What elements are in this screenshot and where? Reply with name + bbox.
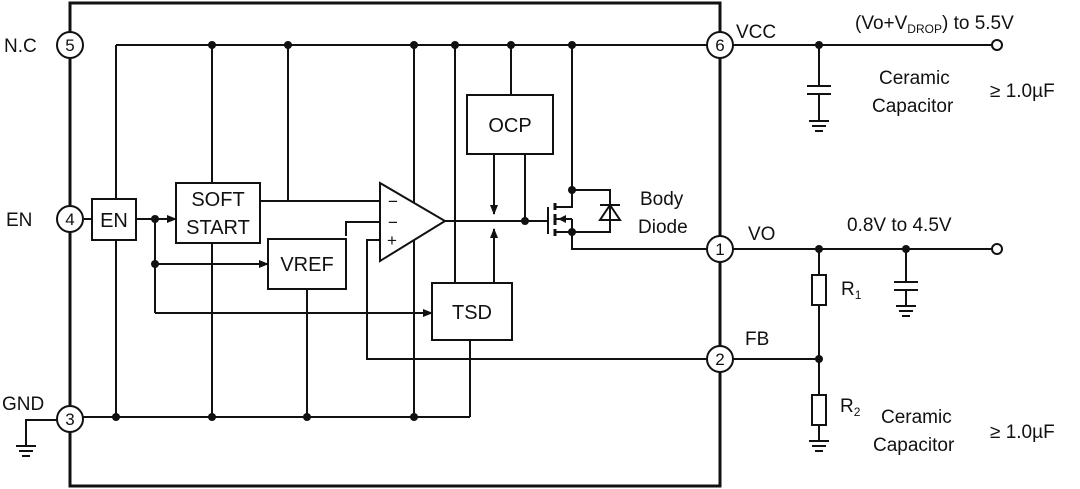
pin-vo-label: VO — [748, 224, 775, 245]
soft-start-label-2: START — [186, 217, 250, 239]
body-diode — [572, 189, 622, 233]
output-cap-label-2: Capacitor — [873, 435, 955, 456]
pin-en: EN 4 — [6, 205, 84, 233]
pin-gnd: GND 3 — [2, 394, 84, 457]
r2-label: R2 — [840, 396, 861, 419]
error-amplifier: − − + — [379, 181, 447, 263]
tsd-block: TSD — [431, 282, 513, 341]
junction-dots — [112, 41, 910, 421]
pin-gnd-label: GND — [2, 394, 44, 415]
pin-nc: N.C 5 — [4, 31, 84, 59]
body-diode-label-2: Diode — [638, 217, 688, 238]
pin-en-label: EN — [6, 210, 32, 231]
pin-nc-number: 5 — [65, 36, 74, 55]
output-cap-label-1: Ceramic — [881, 407, 952, 428]
en-block-label: EN — [100, 210, 128, 232]
vo-external: 0.8V to 4.5V R1 R2 Ceramic Capacitor ≥ 1… — [733, 215, 1055, 456]
pin-vo: 1 VO — [706, 224, 775, 263]
body-diode-label-1: Body — [640, 189, 684, 210]
input-cap-value: ≥ 1.0µF — [990, 81, 1055, 102]
soft-start-label-1: SOFT — [191, 189, 244, 211]
opamp-plus: + — [387, 231, 397, 250]
vcc-external: (Vo+VDROP) to 5.5V Ceramic Capacitor ≥ 1… — [733, 13, 1055, 132]
en-block: EN — [91, 198, 137, 241]
vo-range: 0.8V to 4.5V — [847, 215, 952, 236]
pin-fb-label: FB — [745, 329, 769, 350]
vref-block: VREF — [267, 238, 347, 290]
internal-wiring — [83, 44, 707, 418]
r1-label: R1 — [841, 279, 862, 302]
pin-fb: 2 FB — [706, 329, 769, 373]
pin-en-number: 4 — [65, 210, 74, 229]
ocp-block: OCP — [466, 94, 554, 155]
input-cap-label-1: Ceramic — [879, 68, 950, 89]
opamp-minus-1: − — [388, 192, 398, 211]
pin-vcc: 6 VCC — [706, 22, 776, 59]
soft-start-block: SOFT START — [175, 182, 261, 244]
ocp-label: OCP — [488, 115, 531, 137]
pin-vcc-label: VCC — [736, 22, 776, 43]
pass-mosfet — [547, 190, 573, 236]
pin-vcc-number: 6 — [715, 36, 724, 55]
pin-fb-number: 2 — [715, 350, 724, 369]
output-cap-value: ≥ 1.0µF — [990, 422, 1055, 443]
vref-label: VREF — [280, 254, 333, 276]
pin-vo-number: 1 — [715, 240, 724, 259]
pin-nc-label: N.C — [4, 36, 37, 57]
vcc-range: (Vo+VDROP) to 5.5V — [855, 13, 1014, 36]
tsd-label: TSD — [452, 302, 492, 324]
input-cap-label-2: Capacitor — [872, 96, 954, 117]
pin-gnd-number: 3 — [65, 410, 74, 429]
opamp-minus-2: − — [388, 213, 398, 232]
